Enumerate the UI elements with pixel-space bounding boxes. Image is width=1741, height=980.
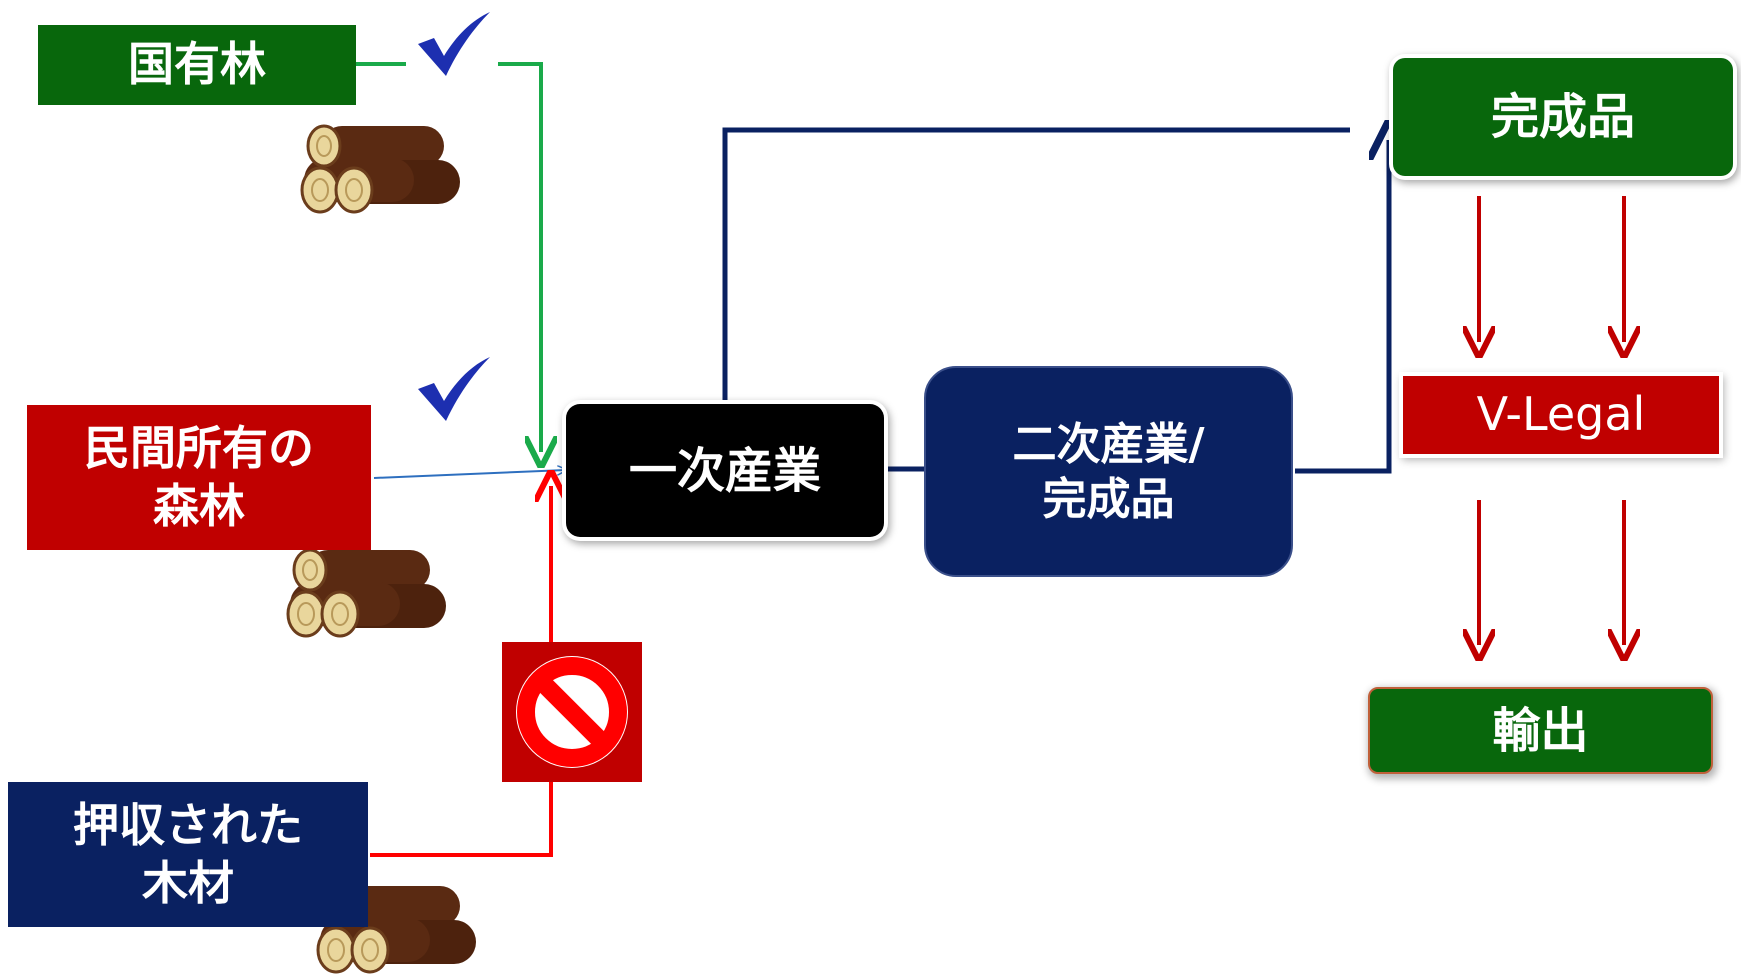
secondary-industry-box: 二次産業/ 完成品 [924, 366, 1293, 577]
seized-timber-label-line1: 押収された [73, 798, 303, 852]
arrow-private-forest-to-primary [373, 470, 566, 479]
secondary-industry-label-line2: 完成品 [1042, 473, 1175, 525]
seized-timber-label-line2: 木材 [142, 855, 234, 910]
export-box: 輸出 [1368, 687, 1713, 774]
finished-product-box: 完成品 [1393, 58, 1733, 176]
primary-industry-box: 一次産業 [566, 404, 884, 537]
arrow-state-forest-to-primary [356, 62, 541, 452]
primary-industry-label: 一次産業 [628, 442, 821, 499]
private-forest-label-line1: 民間所有の [84, 421, 314, 475]
seized-timber-box: 押収された 木材 [8, 782, 368, 927]
v-legal-box: V-Legal [1403, 376, 1719, 454]
arrow-primary-to-finished-top [722, 127, 1350, 400]
state-forest-label: 国有林 [128, 37, 266, 92]
log-pile-icon [300, 124, 460, 214]
log-pile-icon [286, 548, 446, 638]
log-pile-icon [316, 884, 476, 974]
prohibited-icon [502, 642, 642, 782]
secondary-industry-label-line1: 二次産業/ [1012, 418, 1205, 470]
export-label: 輸出 [1492, 702, 1589, 759]
check-icon [418, 12, 490, 76]
state-forest-box: 国有林 [38, 25, 356, 105]
finished-product-label: 完成品 [1490, 89, 1635, 145]
arrow-secondary-to-finished [1295, 140, 1389, 474]
private-forest-label-line2: 森林 [153, 478, 245, 533]
v-legal-label: V-Legal [1476, 387, 1646, 442]
arrow-seized-timber-to-primary [370, 486, 551, 857]
check-icon [418, 357, 490, 421]
private-forest-box: 民間所有の 森林 [27, 405, 371, 550]
